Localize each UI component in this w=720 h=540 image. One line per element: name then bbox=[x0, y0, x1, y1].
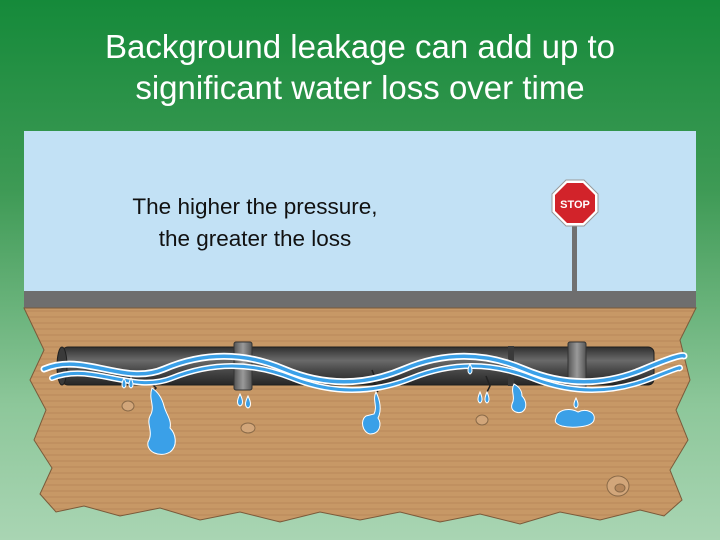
road bbox=[24, 291, 696, 308]
diagram-caption: The higher the pressure, the greater the… bbox=[60, 191, 450, 255]
stop-sign-label: STOP bbox=[560, 199, 590, 211]
caption-line-2: the greater the loss bbox=[158, 226, 352, 251]
title-line-1: Background leakage can add up to bbox=[104, 28, 616, 65]
rock-icon bbox=[121, 400, 630, 497]
stop-sign-icon: STOP bbox=[551, 179, 599, 291]
slide-title: Background leakage can add up to signifi… bbox=[0, 26, 720, 108]
soil bbox=[23, 307, 697, 525]
caption-line-1: The higher the pressure, bbox=[132, 194, 378, 219]
title-line-2: significant water loss over time bbox=[135, 69, 585, 106]
water-leak-icon bbox=[121, 362, 595, 455]
water-flow bbox=[40, 352, 688, 393]
